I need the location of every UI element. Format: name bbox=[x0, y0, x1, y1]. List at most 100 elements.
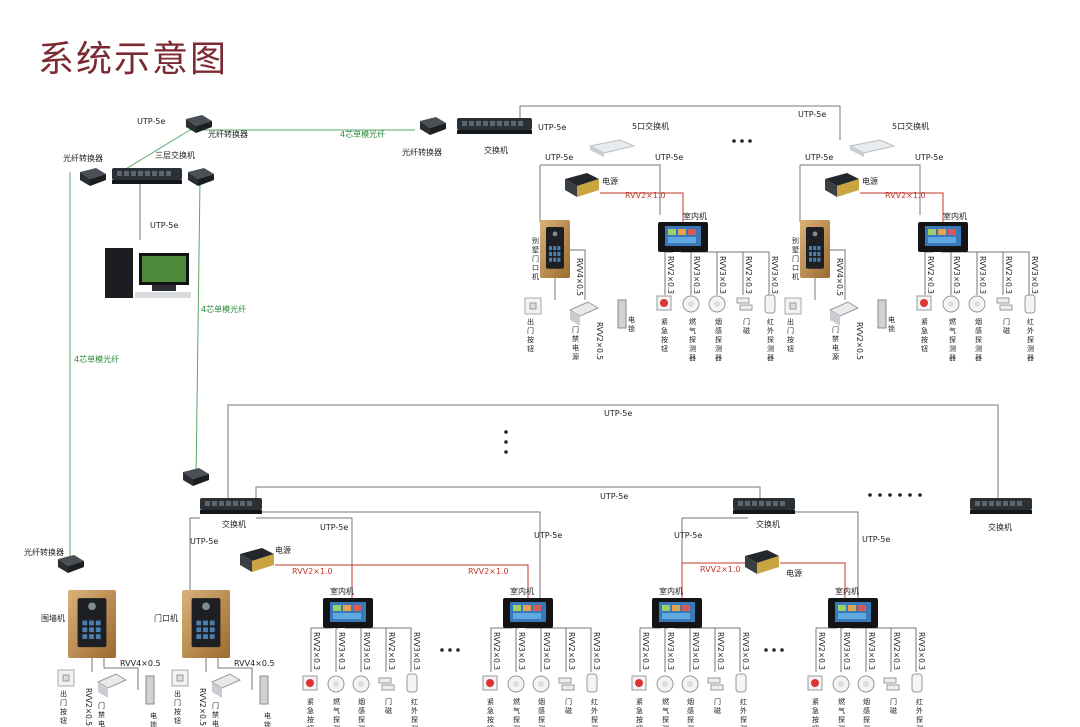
gas-detector-label: 燃气探测器 bbox=[513, 697, 520, 727]
power-line bbox=[860, 192, 944, 222]
sensor-cable bbox=[525, 627, 542, 672]
indoor-unit-icon bbox=[918, 222, 968, 252]
door-magnet-label: 门磁 bbox=[714, 697, 721, 715]
utp-line bbox=[227, 404, 999, 500]
rvv4-label: RVV4×0.5 bbox=[234, 659, 275, 668]
indoor-unit-icon bbox=[658, 222, 708, 252]
rvv4-label: RVV4×0.5 bbox=[835, 258, 844, 296]
svg-text:出门按钮: 出门按钮 bbox=[60, 689, 67, 725]
cable-label: RVV2×0.3 bbox=[926, 256, 935, 294]
rvv2-label: RVV2×0.5 bbox=[198, 688, 207, 726]
smoke-detector-icon bbox=[708, 295, 726, 313]
switch-5port-label: 5口交换机 bbox=[632, 121, 669, 131]
svg-text:燃气探测器: 燃气探测器 bbox=[513, 697, 520, 727]
rvv2-label: RVV2×0.5 bbox=[84, 688, 93, 726]
cable-label: RVV3×0.3 bbox=[842, 632, 851, 670]
fence-unit-icon bbox=[68, 590, 116, 658]
emergency-button-label: 紧急按钮 bbox=[921, 317, 928, 353]
switch-label: 交换机 bbox=[988, 522, 1012, 532]
villa-door-unit-label: 别墅门口机 bbox=[532, 236, 539, 281]
emergency-button-label: 紧急按钮 bbox=[487, 697, 494, 727]
svg-text:出门按钮: 出门按钮 bbox=[787, 317, 794, 353]
ir-detector-icon bbox=[764, 294, 776, 314]
svg-text:燃气探测器: 燃气探测器 bbox=[689, 317, 696, 362]
svg-text:紧急按钮: 紧急按钮 bbox=[636, 697, 643, 727]
sensor-cable bbox=[537, 627, 592, 672]
exit-button-icon bbox=[784, 297, 802, 315]
power-supply-icon bbox=[825, 173, 859, 197]
fiber-converter-label: 光纤转换器 bbox=[208, 129, 248, 139]
ir-detector-label: 红外探测器 bbox=[767, 317, 774, 362]
rvv2-label: RVV2×0.5 bbox=[855, 322, 864, 360]
villa-door-unit-icon bbox=[540, 220, 570, 278]
utp-label: UTP-5e bbox=[915, 153, 943, 162]
svg-text:电锁: 电锁 bbox=[888, 315, 895, 333]
ir-detector-label: 红外探测器 bbox=[1027, 317, 1034, 362]
power-line bbox=[600, 192, 684, 222]
svg-text:别墅门口机: 别墅门口机 bbox=[792, 236, 799, 281]
rvv2-label: RVV2×1.0 bbox=[468, 567, 509, 576]
fiber-line bbox=[123, 129, 415, 171]
fiber-converter-icon bbox=[183, 468, 209, 486]
cable-label: RVV3×0.3 bbox=[542, 632, 551, 670]
ir-detector-icon bbox=[586, 673, 598, 693]
page-title: 系统示意图 bbox=[38, 39, 229, 80]
svg-text:门磁: 门磁 bbox=[890, 697, 897, 715]
ir-detector-label: 红外探测器 bbox=[411, 697, 418, 727]
gas-detector-label: 燃气探测器 bbox=[838, 697, 845, 727]
fiber-label: 4芯单模光纤 bbox=[340, 129, 385, 139]
cable-label: RVV2×0.3 bbox=[567, 632, 576, 670]
smoke-detector-icon bbox=[857, 675, 875, 693]
ellipsis-dots bbox=[732, 139, 752, 143]
svg-text:门磁: 门磁 bbox=[714, 697, 721, 715]
ellipsis-dots bbox=[868, 493, 922, 497]
svg-text:红外探测器: 红外探测器 bbox=[411, 697, 418, 727]
ir-detector-icon bbox=[735, 673, 747, 693]
power-supply-icon bbox=[565, 173, 599, 197]
door-magnet-label: 门磁 bbox=[1003, 317, 1010, 335]
exit-button-label: 出门按钮 bbox=[527, 317, 534, 353]
lock-icon bbox=[259, 675, 269, 705]
rvv2-label: RVV2×1.0 bbox=[885, 191, 926, 200]
access-power-label: 门禁电源 bbox=[98, 701, 105, 727]
sensor-cable bbox=[965, 251, 1030, 295]
cable-label: RVV3×0.3 bbox=[978, 256, 987, 294]
cable-label: RVV3×0.3 bbox=[412, 632, 421, 670]
lock-label: 电锁 bbox=[888, 315, 895, 333]
emergency-button-icon bbox=[807, 675, 823, 691]
cable-label: RVV3×0.3 bbox=[691, 632, 700, 670]
rvv2-label: RVV2×0.5 bbox=[595, 322, 604, 360]
l3-switch-label: 三层交换机 bbox=[155, 150, 195, 160]
access-power-label: 门禁电源 bbox=[572, 325, 579, 361]
cable-label: RVV2×0.3 bbox=[744, 256, 753, 294]
emergency-button-icon bbox=[482, 675, 498, 691]
emergency-button-icon bbox=[302, 675, 318, 691]
cable-line bbox=[217, 658, 253, 690]
smoke-detector-icon bbox=[532, 675, 550, 693]
utp-line bbox=[189, 517, 200, 598]
ellipsis-dots bbox=[764, 648, 784, 652]
lock-label: 电锁 bbox=[150, 711, 157, 727]
fence-unit-label: 围墙机 bbox=[41, 613, 65, 623]
switch-icon bbox=[970, 498, 1032, 514]
cable-label: RVV2×0.3 bbox=[716, 632, 725, 670]
utp-line bbox=[519, 105, 841, 140]
utp-label: UTP-5e bbox=[655, 153, 683, 162]
ir-detector-label: 红外探测器 bbox=[591, 697, 598, 727]
svg-text:出门按钮: 出门按钮 bbox=[527, 317, 534, 353]
cable-label: RVV2×0.3 bbox=[312, 632, 321, 670]
rvv2-label: RVV2×1.0 bbox=[625, 191, 666, 200]
gas-detector-icon bbox=[942, 295, 960, 313]
utp-line bbox=[681, 517, 748, 598]
fiber-converter-icon bbox=[186, 115, 212, 133]
utp-label: UTP-5e bbox=[320, 523, 348, 532]
rvv4-label: RVV4×0.5 bbox=[575, 258, 584, 296]
power-supply-icon bbox=[240, 548, 274, 572]
gas-detector-label: 燃气探测器 bbox=[689, 317, 696, 362]
utp-label: UTP-5e bbox=[862, 535, 890, 544]
rvv2-label: RVV2×1.0 bbox=[292, 567, 333, 576]
ellipsis-dots bbox=[440, 648, 460, 652]
access-power-icon bbox=[568, 301, 600, 326]
cable-label: RVV3×0.3 bbox=[718, 256, 727, 294]
cable-label: RVV3×0.3 bbox=[692, 256, 701, 294]
